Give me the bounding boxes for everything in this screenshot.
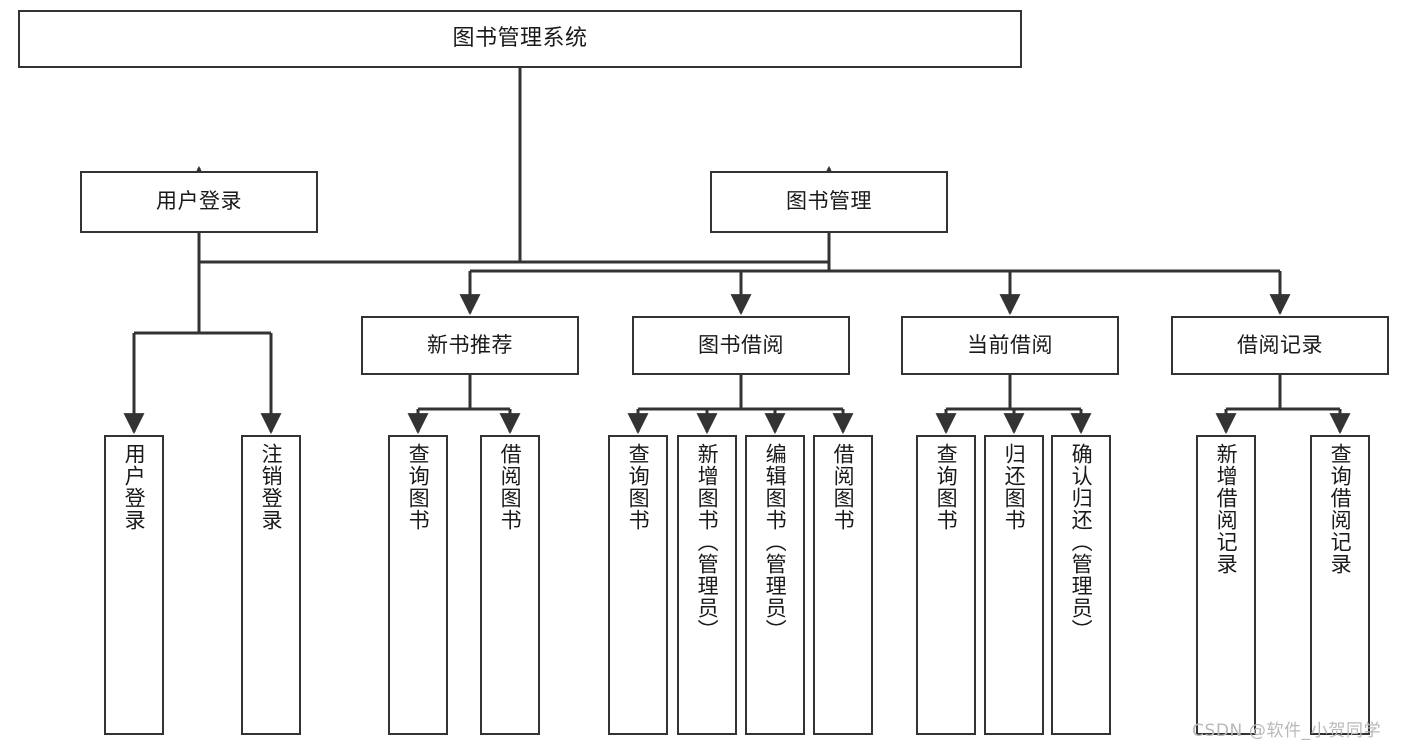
node-label: 查询图书 bbox=[406, 443, 431, 531]
node-leaf-query-record[interactable]: 查询借阅记录 bbox=[1310, 435, 1370, 735]
node-label: 图书管理系统 bbox=[452, 25, 588, 51]
node-book-manage[interactable]: 图书管理 bbox=[710, 171, 948, 233]
node-borrow-record[interactable]: 借阅记录 bbox=[1171, 316, 1389, 375]
node-label: 新增图书（管理员） bbox=[695, 443, 720, 641]
node-current-borrow[interactable]: 当前借阅 bbox=[901, 316, 1119, 375]
node-label: 新书推荐 bbox=[427, 332, 513, 357]
node-label: 确认归还（管理员） bbox=[1069, 443, 1094, 641]
node-leaf-confirm-return[interactable]: 确认归还（管理员） bbox=[1051, 435, 1111, 735]
node-leaf-edit-book[interactable]: 编辑图书（管理员） bbox=[745, 435, 805, 735]
node-leaf-user-login[interactable]: 用户登录 bbox=[104, 435, 164, 735]
csdn-watermark: CSDN @软件_小贺同学 bbox=[1192, 721, 1382, 741]
node-leaf-borrow-book-1[interactable]: 借阅图书 bbox=[480, 435, 540, 735]
node-leaf-query-book-3[interactable]: 查询图书 bbox=[916, 435, 976, 735]
node-new-book-rec[interactable]: 新书推荐 bbox=[361, 316, 579, 375]
node-leaf-return-book[interactable]: 归还图书 bbox=[984, 435, 1044, 735]
node-leaf-user-logout[interactable]: 注销登录 bbox=[241, 435, 301, 735]
node-label: 归还图书 bbox=[1002, 443, 1027, 531]
node-leaf-add-book[interactable]: 新增图书（管理员） bbox=[677, 435, 737, 735]
node-label: 借阅记录 bbox=[1237, 332, 1323, 357]
node-leaf-add-record[interactable]: 新增借阅记录 bbox=[1196, 435, 1256, 735]
node-label: 借阅图书 bbox=[498, 443, 523, 531]
node-label: 借阅图书 bbox=[831, 443, 856, 531]
node-label: 查询图书 bbox=[934, 443, 959, 531]
node-book-borrow[interactable]: 图书借阅 bbox=[632, 316, 850, 375]
node-label: 查询图书 bbox=[626, 443, 651, 531]
node-label: 新增借阅记录 bbox=[1214, 443, 1239, 575]
node-leaf-borrow-book-2[interactable]: 借阅图书 bbox=[813, 435, 873, 735]
node-label: 图书借阅 bbox=[698, 332, 784, 357]
node-label: 注销登录 bbox=[259, 443, 284, 531]
node-label: 用户登录 bbox=[156, 189, 242, 214]
node-root[interactable]: 图书管理系统 bbox=[18, 10, 1022, 68]
node-leaf-query-book-2[interactable]: 查询图书 bbox=[608, 435, 668, 735]
node-user-login[interactable]: 用户登录 bbox=[80, 171, 318, 233]
node-label: 用户登录 bbox=[122, 443, 147, 531]
node-label: 当前借阅 bbox=[967, 332, 1053, 357]
node-leaf-query-book-1[interactable]: 查询图书 bbox=[388, 435, 448, 735]
node-label: 图书管理 bbox=[786, 189, 872, 214]
node-label: 查询借阅记录 bbox=[1328, 443, 1353, 575]
node-label: 编辑图书（管理员） bbox=[763, 443, 788, 641]
